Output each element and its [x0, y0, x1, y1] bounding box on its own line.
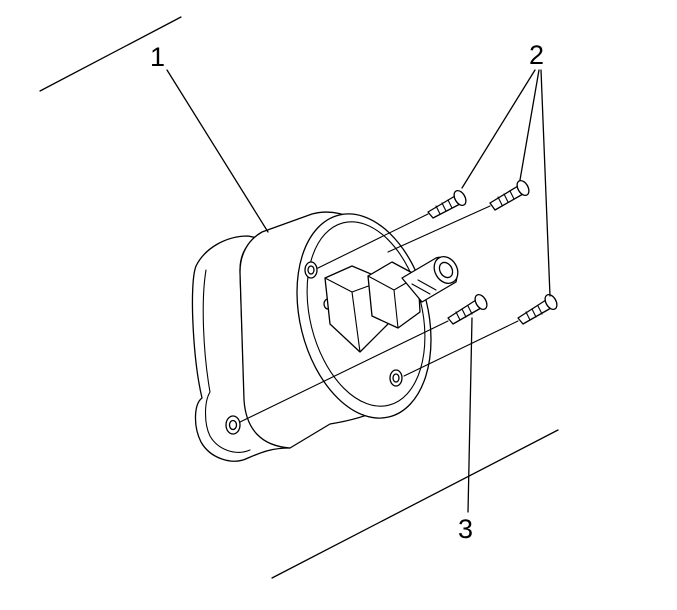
leader-lines	[166, 69, 551, 513]
leader-3	[467, 317, 473, 513]
screw-lower-right	[517, 293, 558, 325]
leader-2b	[519, 69, 540, 181]
screw-upper-left	[427, 189, 467, 219]
leader-1	[166, 69, 269, 233]
callout-3: 3	[458, 514, 473, 544]
screw-lower-center	[447, 293, 488, 325]
leader-2c	[540, 69, 551, 297]
callout-2: 2	[529, 40, 544, 70]
leader-2a	[461, 69, 536, 189]
surface-edge-top	[39, 16, 182, 92]
surface-edge-bottom	[271, 429, 559, 579]
screws	[427, 179, 558, 325]
sensor-assembly	[191, 211, 459, 462]
screw-upper-right	[489, 179, 530, 211]
flange-inner-edge	[202, 269, 251, 453]
callout-1: 1	[150, 42, 165, 72]
alignment-lines	[239, 205, 519, 423]
